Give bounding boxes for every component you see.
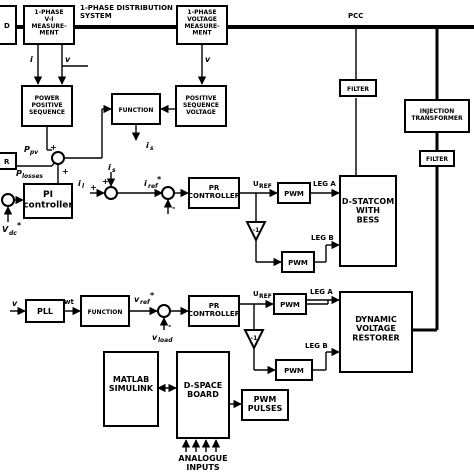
sum-junction-current <box>104 186 118 200</box>
gain-1-label: -1 <box>253 227 260 234</box>
positive-sequence-voltage-block <box>175 85 227 127</box>
function-bottom-block <box>80 295 130 327</box>
il-plus: + <box>90 183 97 192</box>
iref-sub: ref <box>148 183 159 190</box>
vref-label: v <box>134 295 140 304</box>
vload-sub: load <box>158 337 173 344</box>
v-in-label: v <box>12 299 18 308</box>
function-top-block <box>111 93 161 125</box>
function-top-label: FUNCTION <box>119 107 154 114</box>
p-losses-sub: losses <box>22 173 43 180</box>
is-label: i <box>146 141 149 150</box>
is2-label: i <box>108 163 111 172</box>
sum-junction-voltage <box>157 304 171 318</box>
pwm-1b-label: PWM <box>288 259 308 267</box>
gain-2-block <box>243 329 265 351</box>
leg-b-2-label: LEG B <box>305 342 328 350</box>
is2-sub: s <box>112 167 116 174</box>
sum-ref-minus: - <box>172 203 175 212</box>
leg-a-1-label: LEG A <box>313 180 336 188</box>
injection-transformer-block <box>404 99 470 133</box>
i-meas-label: i <box>30 55 33 64</box>
v-meas-label: v <box>65 55 71 64</box>
vi-measurement-block <box>23 5 75 45</box>
il-label: i <box>78 179 81 188</box>
is-sub: s <box>150 145 154 152</box>
p-losses-plus: + <box>62 167 69 176</box>
function-bottom-label: FUNCTION <box>88 309 123 316</box>
is2-plus: + <box>102 177 109 186</box>
wt-label: wt <box>64 298 74 306</box>
load-block-label: D <box>4 22 10 30</box>
iref-star: * <box>157 175 162 184</box>
p-pv-sub: pv <box>29 149 39 156</box>
leg-a-2-label: LEG A <box>310 288 333 296</box>
v-meas2-label: v <box>205 55 211 64</box>
filter-top-label: FILTER <box>347 86 369 93</box>
pwm-pulses-block <box>241 389 289 421</box>
uref-1-label: U <box>253 180 259 188</box>
il-sub: l <box>82 183 85 190</box>
pr-controller-2-block <box>188 295 240 327</box>
uref-2-label: U <box>253 290 259 298</box>
filter-top-block <box>339 79 377 97</box>
pwm-2a-label: PWM <box>280 301 300 309</box>
dstatcom-block <box>339 175 397 267</box>
pwm-2b-label: PWM <box>284 367 304 375</box>
sum-junction-ref <box>161 186 175 200</box>
p-pv-label: P <box>24 145 30 154</box>
p-losses-label: P <box>16 169 22 178</box>
vload-label: v <box>152 333 158 342</box>
pwm-1a-label: PWM <box>284 190 304 198</box>
iref-label: i <box>144 179 147 188</box>
load-block <box>0 5 17 45</box>
vref-sub: ref <box>140 299 151 306</box>
sum-voltage-minus: - <box>168 321 171 330</box>
dvr-block <box>339 291 413 373</box>
leg-b-1-label: LEG B <box>311 234 334 242</box>
dspace-board-block <box>176 351 230 439</box>
r-block-label: R <box>4 158 10 166</box>
uref-1-sub: REF <box>259 183 272 190</box>
p-pv-plus: + <box>50 143 57 152</box>
vdc-star: * <box>17 221 22 230</box>
r-to-sum-v <box>51 162 55 167</box>
pi-controller-block <box>23 183 73 219</box>
vref-star: * <box>150 291 155 300</box>
pcc-label: PCC <box>348 12 363 20</box>
r-block <box>0 152 17 170</box>
vdc-sub: dc <box>9 230 17 237</box>
sum-junction-dc <box>1 193 15 207</box>
vdc-label: V <box>2 225 9 234</box>
sum-junction-power <box>51 151 65 165</box>
filter-right-label: FILTER <box>426 156 448 163</box>
pll-label: PLL <box>37 307 53 316</box>
gain-1-block <box>245 221 267 243</box>
gain-2-label: -1 <box>251 335 258 342</box>
uref-2-sub: REF <box>259 293 272 300</box>
